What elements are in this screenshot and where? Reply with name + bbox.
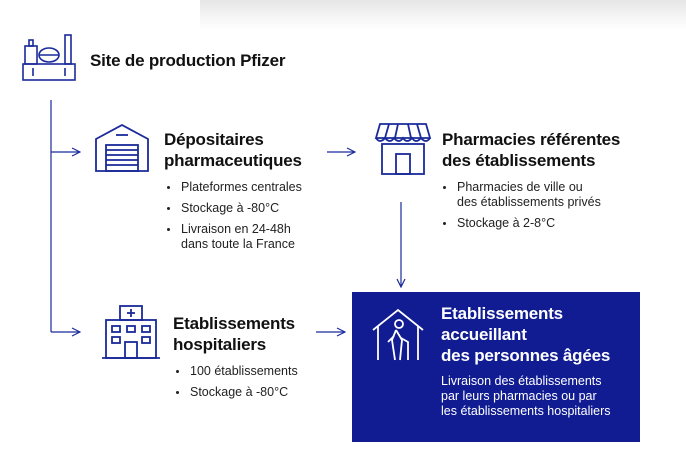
bullet-text: Stockage à -80°C	[181, 201, 280, 215]
hospital-icon	[100, 304, 162, 360]
bullet-text: dans toute la France	[181, 237, 295, 251]
list-item: Stockage à -80°C	[174, 385, 344, 400]
bullet-text: Pharmacies de ville ou	[457, 180, 583, 194]
bullet-text: Stockage à 2-8°C	[457, 216, 556, 230]
desc-line: Livraison des établissements	[441, 374, 602, 388]
ehpad-box: Etablissements accueillant des personnes…	[352, 292, 640, 442]
title-line: accueillant	[441, 325, 527, 344]
bullet-text: Livraison en 24-48h	[181, 222, 291, 236]
title-line: hospitaliers	[173, 335, 267, 354]
depositaires-bullets: Plateformes centrales Stockage à -80°C L…	[165, 180, 335, 258]
ehpad-title: Etablissements accueillant des personnes…	[441, 303, 610, 366]
list-item: Livraison en 24-48h dans toute la France	[165, 222, 335, 252]
hospitaliers-bullets: 100 établissements Stockage à -80°C	[174, 364, 344, 406]
header-shadow	[200, 0, 686, 30]
ehpad-description: Livraison des établissements par leurs p…	[441, 374, 637, 419]
site-title: Site de production Pfizer	[90, 51, 286, 70]
factory-icon	[20, 32, 78, 82]
title-line: des établissements	[442, 151, 596, 170]
list-item: Pharmacies de ville ou des établissement…	[441, 180, 641, 210]
depositaires-title: Dépositaires pharmaceutiques	[164, 129, 302, 171]
pharmacies-title: Pharmacies référentes des établissements	[442, 129, 620, 171]
bullet-text: des établissements privés	[457, 195, 601, 209]
bullet-text: Stockage à -80°C	[190, 385, 289, 399]
list-item: Stockage à -80°C	[165, 201, 335, 216]
desc-line: les établissements hospitaliers	[441, 404, 611, 418]
title-line: Etablissements	[441, 304, 563, 323]
title-line: pharmaceutiques	[164, 151, 302, 170]
title-line: Etablissements	[173, 314, 295, 333]
bullet-text: Plateformes centrales	[181, 180, 302, 194]
bullet-text: 100 établissements	[190, 364, 298, 378]
pharmacies-bullets: Pharmacies de ville ou des établissement…	[441, 180, 641, 237]
list-item: 100 établissements	[174, 364, 344, 379]
elderly-home-icon	[370, 306, 426, 362]
title-line: Pharmacies référentes	[442, 130, 621, 149]
pharmacy-store-icon	[374, 120, 432, 176]
title-line: des personnes âgées	[441, 346, 611, 365]
warehouse-icon	[92, 121, 152, 173]
hospitaliers-title: Etablissements hospitaliers	[173, 313, 295, 355]
list-item: Plateformes centrales	[165, 180, 335, 195]
title-line: Dépositaires	[164, 130, 264, 149]
list-item: Stockage à 2-8°C	[441, 216, 641, 231]
desc-line: par leurs pharmacies ou par	[441, 389, 597, 403]
